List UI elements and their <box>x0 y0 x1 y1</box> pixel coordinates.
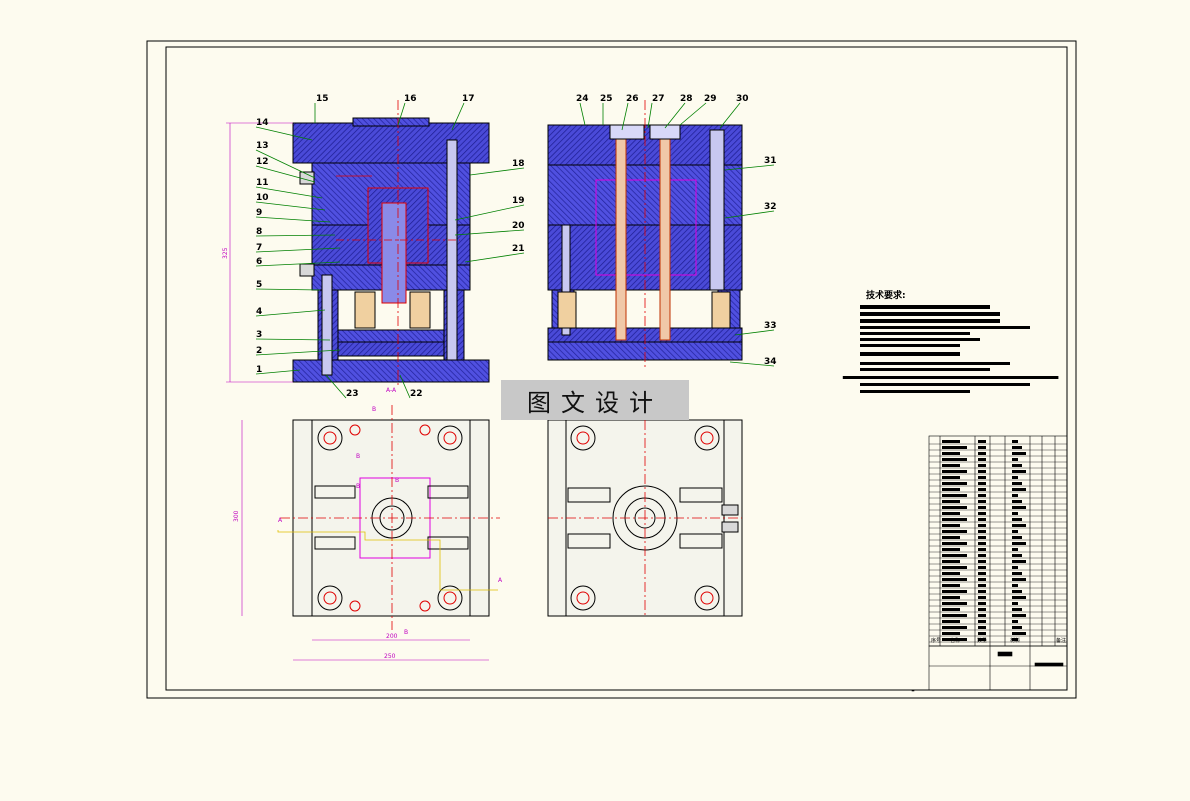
header-qty: 数量 <box>977 637 987 644</box>
callouts-right-left: 18 19 20 21 <box>512 159 525 254</box>
watermark: 图文设计 <box>501 380 689 420</box>
callout-14: 14 <box>256 118 269 128</box>
section-view-left <box>226 100 490 385</box>
callouts-left: 14 13 12 11 10 9 8 7 6 5 4 3 2 1 <box>256 118 269 375</box>
section-label: A-A <box>386 387 397 394</box>
callouts-bottom-left: 23 22 <box>346 389 423 399</box>
callout-25: 25 <box>600 94 613 104</box>
section-view-right <box>547 100 743 370</box>
view-marker-b-inner-1: B <box>356 453 360 460</box>
callout-21: 21 <box>512 244 525 254</box>
view-marker-b-bottom: B <box>404 629 408 636</box>
callout-20: 20 <box>512 221 525 231</box>
dim-plan-height: 300 <box>233 510 240 522</box>
callout-8: 8 <box>256 227 262 237</box>
dim-height: 325 <box>222 247 229 259</box>
callout-32: 32 <box>764 202 777 212</box>
title-block-header: 序号 名称 数量 材料 备注 <box>931 637 1066 644</box>
header-material: 材料 <box>1010 637 1020 644</box>
title-block <box>911 645 1068 692</box>
callout-9: 9 <box>256 208 262 218</box>
callout-34: 34 <box>764 357 777 367</box>
sheet-outer-border <box>146 40 1077 699</box>
callout-26: 26 <box>626 94 639 104</box>
callout-19: 19 <box>512 196 525 206</box>
callout-17: 17 <box>462 94 475 104</box>
callout-4: 4 <box>256 307 262 317</box>
callout-7: 7 <box>256 243 262 253</box>
callouts-top-left: 15 16 17 <box>316 94 475 104</box>
callout-22: 22 <box>410 389 423 399</box>
callout-13: 13 <box>256 141 269 151</box>
callout-18: 18 <box>512 159 525 169</box>
callout-27: 27 <box>652 94 665 104</box>
view-marker-a-right: A <box>498 577 503 584</box>
callout-29: 29 <box>704 94 717 104</box>
callout-3: 3 <box>256 330 262 340</box>
callout-6: 6 <box>256 257 262 267</box>
parts-list-rows <box>929 440 1067 643</box>
callout-28: 28 <box>680 94 693 104</box>
plan-view-right <box>547 419 743 617</box>
view-marker-b-inner-3: B <box>395 477 399 484</box>
callout-12: 12 <box>256 157 269 167</box>
callout-30: 30 <box>736 94 749 104</box>
callout-11: 11 <box>256 178 269 188</box>
view-marker-b-top: B <box>372 406 376 413</box>
sheet-inner-border <box>165 46 1068 691</box>
view-marker-a-left: A <box>278 517 283 524</box>
callouts-right-right: 31 32 33 34 <box>764 156 777 367</box>
callout-1: 1 <box>256 365 262 375</box>
technical-requirements: 技术要求: <box>842 289 1059 393</box>
plan-view-left <box>241 405 500 661</box>
header-remark: 备注 <box>1056 637 1066 644</box>
tech-title: 技术要求: <box>866 289 906 301</box>
callout-15: 15 <box>316 94 329 104</box>
parts-list-table <box>928 435 1068 647</box>
callout-23: 23 <box>346 389 359 399</box>
callout-16: 16 <box>404 94 417 104</box>
leader-lines <box>255 102 775 399</box>
callouts-top-right: 24 25 26 27 28 29 30 <box>576 94 749 104</box>
callout-31: 31 <box>764 156 777 166</box>
callout-10: 10 <box>256 193 269 203</box>
header-no: 序号 <box>931 637 941 644</box>
callout-2: 2 <box>256 346 262 356</box>
callout-24: 24 <box>576 94 589 104</box>
callout-5: 5 <box>256 280 262 290</box>
callout-33: 33 <box>764 321 777 331</box>
view-marker-b-inner-2: B <box>356 483 360 490</box>
dim-inner-width: 200 <box>386 633 398 640</box>
header-name: 名称 <box>950 637 960 644</box>
dim-outer-width: 250 <box>384 653 396 660</box>
